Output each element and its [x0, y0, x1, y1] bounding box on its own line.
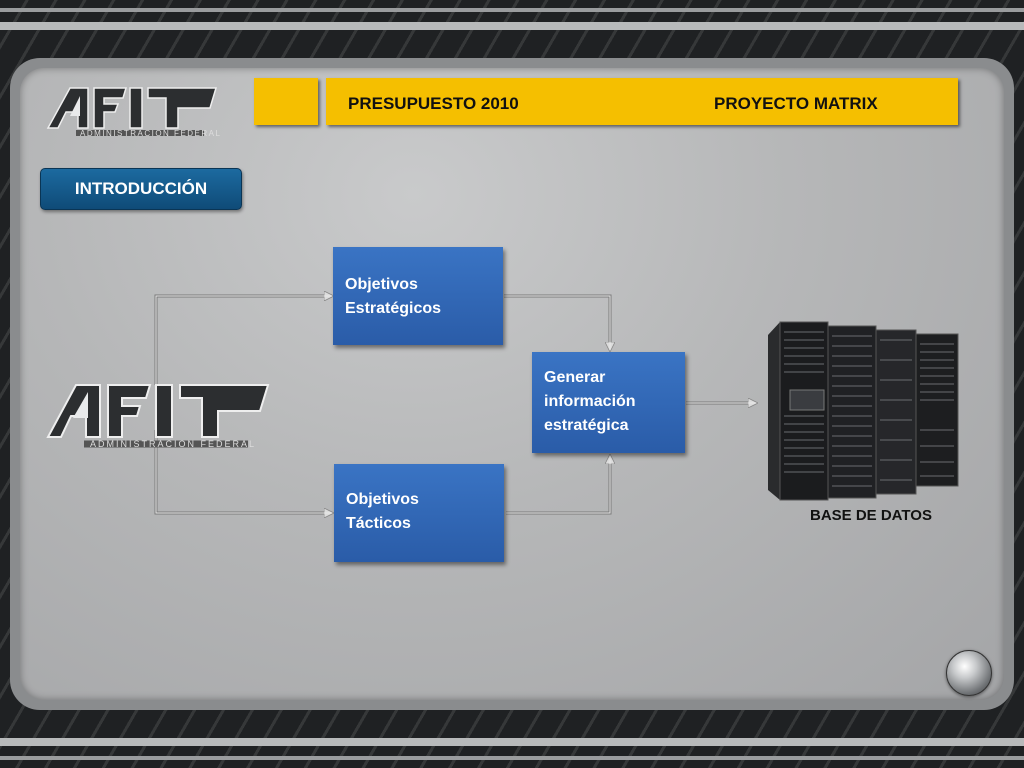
rack-1: [779, 321, 829, 501]
section-badge: INTRODUCCIÓN: [40, 168, 242, 210]
header-right-title: PROYECTO MATRIX: [714, 94, 878, 113]
bottom-stripe: [0, 738, 1024, 746]
afip-logo-large-icon: [46, 384, 270, 438]
box-strategic-objectives: Objetivos Estratégicos: [333, 247, 503, 345]
box-tactical-objectives: Objetivos Tácticos: [334, 464, 504, 562]
logo-top-subtitle: ADMINISTRACION FEDERAL: [80, 129, 222, 138]
logo-center-subtitle: ADMINISTRACION FEDERAL: [90, 439, 257, 449]
box-generate-line2: información: [544, 393, 636, 410]
database-label: BASE DE DATOS: [810, 507, 932, 524]
header-accent-block: [254, 78, 318, 125]
rack-console: [789, 389, 825, 411]
round-orb-button[interactable]: [946, 650, 992, 696]
top-stripe: [0, 8, 1024, 12]
box-generate-line3: estratégica: [544, 417, 629, 434]
box-strategic-line1: Objetivos: [345, 276, 418, 293]
rack-4: [915, 333, 959, 487]
box-strategic-line2: Estratégicos: [345, 300, 442, 317]
rack-2: [827, 325, 877, 499]
header-left-title: PRESUPUESTO 2010: [348, 94, 519, 113]
box-tactical-line2: Tácticos: [346, 515, 411, 532]
top-stripe-2: [0, 22, 1024, 30]
box-generate-info: Generar información estratégica: [532, 352, 685, 453]
rack-3: [875, 329, 917, 495]
afip-logo-icon: [46, 87, 218, 129]
box-tactical-line1: Objetivos: [346, 491, 419, 508]
bottom-stripe-2: [0, 756, 1024, 760]
box-generate-line1: Generar: [544, 369, 606, 386]
header-bar: [326, 78, 958, 125]
